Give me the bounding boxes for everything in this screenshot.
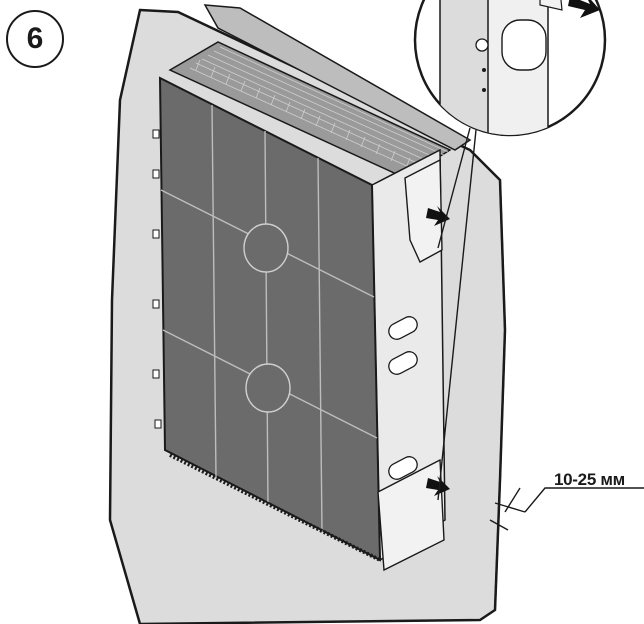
side-slots [388, 316, 418, 480]
mounting-flange [203, 4, 472, 151]
dimension-label: 10-25 мм [554, 470, 625, 489]
knockout-top [243, 223, 289, 273]
step-number: 6 [26, 22, 44, 55]
ventilation-grid [189, 46, 449, 173]
bottom-teeth [169, 453, 381, 562]
wall-edge [469, 149, 507, 611]
step-badge: 6 [6, 10, 64, 68]
direction-arrow-icon [426, 476, 450, 496]
left-edge-studs [152, 129, 162, 429]
detail-magnifier [413, 0, 607, 137]
top-clamp [404, 158, 443, 263]
dimension-marker [489, 487, 644, 531]
callout-leaders [437, 127, 477, 501]
knockout-bottom [245, 363, 291, 413]
direction-arrow-icon [426, 206, 450, 226]
